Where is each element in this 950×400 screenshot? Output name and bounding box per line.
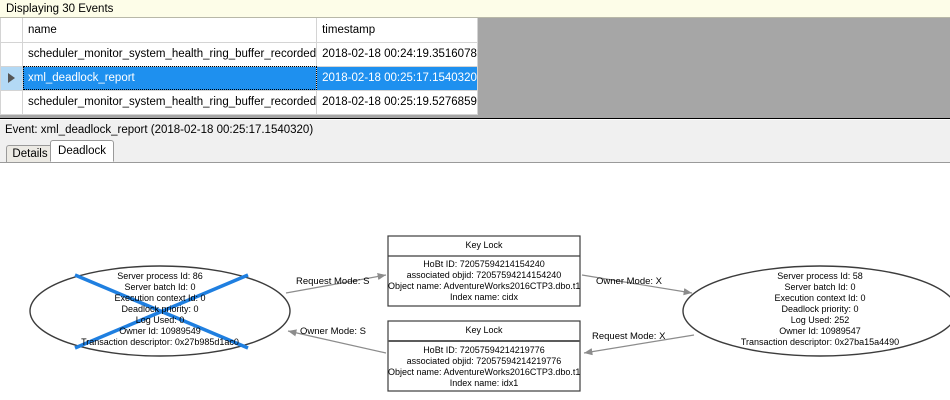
- row-name-cell[interactable]: scheduler_monitor_system_health_ring_buf…: [21, 41, 318, 67]
- table-header-row: name timestamp: [0, 18, 478, 43]
- victim-cross-line-b: [74, 273, 249, 350]
- edge-label-owner-mode-s: Owner Mode: S: [300, 326, 366, 337]
- events-table: name timestamp scheduler_monitor_system_…: [0, 18, 478, 115]
- edge-label-owner-mode-x: Owner Mode: X: [596, 276, 662, 287]
- table-row[interactable]: scheduler_monitor_system_health_ring_buf…: [0, 89, 478, 115]
- edge-bottom-owner-s: [287, 329, 387, 354]
- right-process-ellipse: [682, 265, 950, 357]
- row-indicator-cell[interactable]: [0, 41, 23, 67]
- table-row[interactable]: scheduler_monitor_system_health_ring_buf…: [0, 41, 478, 67]
- events-banner-text: Displaying 30 Events: [6, 2, 114, 15]
- row-timestamp-cell[interactable]: 2018-02-18 00:25:19.5276859: [316, 89, 478, 115]
- top-lock-box: [387, 235, 581, 307]
- edge-left-request-s: [285, 272, 387, 294]
- edge-right-request-x: [583, 334, 695, 356]
- table-row-selected[interactable]: xml_deadlock_report 2018-02-18 00:25:17.…: [0, 65, 478, 91]
- deadlock-graph-canvas[interactable]: top lock --> right process --> left proc…: [0, 162, 950, 400]
- events-banner: Displaying 30 Events: [0, 0, 950, 18]
- tab-details-label: Details: [12, 148, 48, 160]
- row-indicator-cell[interactable]: [0, 89, 23, 115]
- tab-strip: Details Deadlock: [0, 140, 950, 162]
- row-timestamp-cell[interactable]: 2018-02-18 00:24:19.3516078: [316, 41, 478, 67]
- row-name-cell[interactable]: scheduler_monitor_system_health_ring_buf…: [21, 89, 318, 115]
- events-grid[interactable]: name timestamp scheduler_monitor_system_…: [0, 18, 950, 119]
- event-caption: Event: xml_deadlock_report (2018-02-18 0…: [0, 120, 950, 140]
- column-header-timestamp[interactable]: timestamp: [316, 18, 478, 43]
- column-header-indicator[interactable]: [0, 18, 23, 43]
- row-name-cell[interactable]: xml_deadlock_report: [21, 65, 318, 91]
- edge-label-request-mode-s: Request Mode: S: [296, 276, 370, 287]
- tab-deadlock[interactable]: Deadlock: [50, 140, 114, 162]
- bottom-lock-box: [387, 320, 581, 392]
- event-caption-text: Event: xml_deadlock_report (2018-02-18 0…: [5, 124, 314, 136]
- row-indicator-cell[interactable]: [0, 65, 23, 91]
- tab-deadlock-label: Deadlock: [58, 145, 106, 157]
- edge-label-request-mode-x: Request Mode: X: [592, 331, 666, 342]
- edge-top-owner-x: [581, 274, 693, 296]
- deadlock-graph-svg: top lock --> right process --> left proc…: [29, 235, 950, 392]
- row-pointer-icon: [8, 73, 15, 83]
- column-header-name[interactable]: name: [21, 18, 318, 43]
- tab-details[interactable]: Details: [6, 145, 54, 162]
- row-timestamp-cell[interactable]: 2018-02-18 00:25:17.1540320: [316, 65, 478, 91]
